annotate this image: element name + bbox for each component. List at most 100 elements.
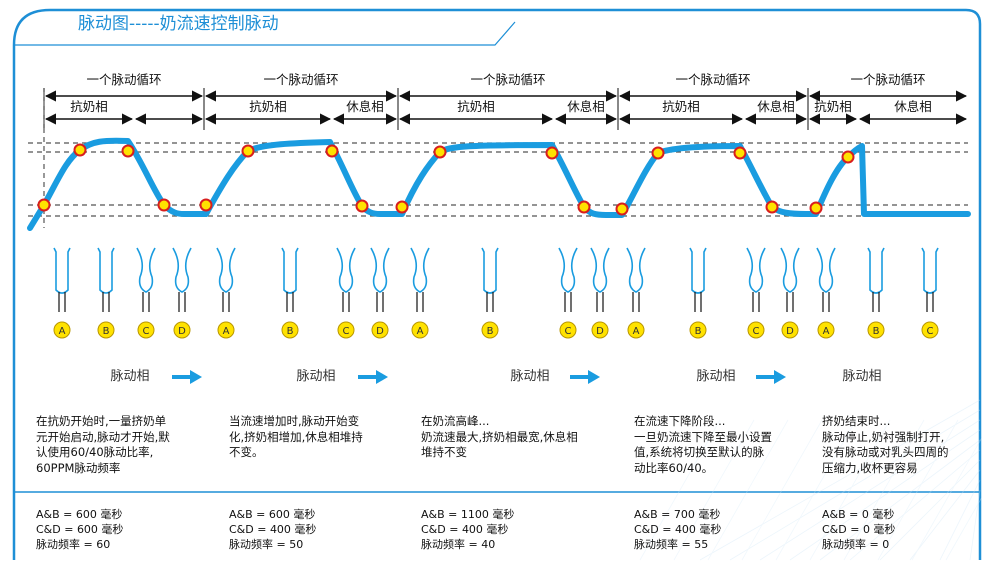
teat-liner: C [136,247,156,339]
liner-letter: B [487,326,494,337]
milk-phase-label: 抗奶相 [249,99,287,114]
pulse-phase-label: 脉动相 [510,369,550,384]
liner-letter: C [927,326,934,337]
liner-letter: C [565,326,572,337]
teat-liner: B [97,247,115,339]
segment-description: 当流速增加时,脉动开始变 化,挤奶相增加,休息相堆持 不变。 [229,414,363,459]
cycle-label: 一个脉动循环 [263,72,339,87]
pulse-arrows [172,370,786,384]
segment-values: A&B = 700 毫秒 C&D = 400 毫秒 脉动频率 = 55 [634,508,722,551]
deco-line [939,479,981,561]
liner-collapsed-icon [558,247,578,293]
wave-marker [545,146,559,160]
liner-badge [781,321,799,339]
frame-top [12,8,982,560]
liner-collapsed-icon [816,247,836,293]
pulse-arrow-head [774,370,786,384]
liner-letter: A [59,326,66,337]
wave-marker [241,144,255,158]
milk-phase-label: 抗奶相 [662,99,700,114]
segment-description: 在抗奶开始时,一量挤奶单 元开始启动,脉动才开始,默 认使用60/40脉动比率,… [36,414,170,475]
wave-marker [841,150,855,164]
deco-line [849,449,981,561]
wave-marker [809,201,823,215]
wave-marker [157,198,171,212]
deco-line [911,436,982,561]
liner-badge [817,321,835,339]
rest-phase-label: 休息相 [346,99,384,114]
liner-letter: B [287,326,294,337]
liner-badge [97,321,115,339]
deco-line [877,419,959,561]
segment-values: A&B = 0 毫秒 C&D = 0 毫秒 脉动频率 = 0 [822,508,896,551]
cycle-label: 一个脉动循环 [675,72,751,87]
wave-marker [37,198,51,212]
deco-line [909,469,981,561]
wave-path [27,137,971,231]
wave-marker [73,143,87,157]
liner-collapsed-icon [370,247,390,293]
segment-values: A&B = 600 毫秒 C&D = 600 毫秒 脉动频率 = 60 [36,508,124,551]
liner-collapsed-icon [336,247,356,293]
liner-letter: A [417,326,424,337]
liner-badge [371,321,389,339]
pulse-phase-label: 脉动相 [696,369,736,384]
liner-badge [137,321,155,339]
teat-liner: B [867,247,885,339]
wave-marker [765,200,779,214]
liner-badge [481,321,499,339]
cycle-label: 一个脉动循环 [470,72,546,87]
pulsation-wave [27,137,971,231]
teat-liner: C [558,247,578,339]
deco-line [843,419,925,561]
deco-line [699,399,981,561]
liner-collapsed-icon [172,247,192,293]
wave-marker [577,200,591,214]
liner-letter: D [178,326,186,337]
deco-line [759,419,981,561]
liner-open-icon [481,247,499,294]
title-underline [14,21,516,46]
wave-marker [199,198,213,212]
liner-badge [281,321,299,339]
wave-marker [651,146,665,160]
liner-letter: D [786,326,794,337]
wave-marker [733,146,747,160]
liner-badge [53,321,71,339]
liner-open-icon [53,247,71,294]
liner-collapsed-icon [746,247,766,293]
decorative-grid [639,399,982,561]
milk-phase-label: 抗奶相 [814,99,852,114]
liner-open-icon [97,247,115,294]
liner-open-icon [921,247,939,294]
teat-liner: C [921,247,939,339]
liner-badge [559,321,577,339]
teat-liner: A [626,247,646,339]
rest-phase-label: 休息相 [757,99,795,114]
wave-marker [433,145,447,159]
liner-letter: B [873,326,880,337]
liner-collapsed-icon [626,247,646,293]
teat-liner: A [53,247,71,339]
liner-badge [627,321,645,339]
milk-phase-label: 抗奶相 [457,99,495,114]
deco-line [819,439,981,561]
liner-collapsed-icon [136,247,156,293]
liner-letter: A [633,326,640,337]
cycle-label: 一个脉动循环 [86,72,162,87]
segment-values: A&B = 1100 毫秒 C&D = 400 毫秒 脉动频率 = 40 [421,508,515,551]
liner-open-icon [689,247,707,294]
segment-description: 挤奶结束时... 脉动停止,奶衬强制打开, 没有脉动或对乳头四周的 压缩力,收杯… [822,414,949,475]
deco-line [673,419,755,561]
liner-letter: B [103,326,110,337]
liner-badge [867,321,885,339]
deco-line [729,409,981,561]
liner-letter: D [596,326,604,337]
segment-description: 在流速下降阶段... 一旦奶流速下降至最小设置 值,系统将切换至默认的脉 动比率… [634,414,772,475]
pulse-phase-label: 脉动相 [842,369,882,384]
teat-liner: B [689,247,707,339]
wave-marker [325,144,339,158]
pulse-arrow-head [190,370,202,384]
